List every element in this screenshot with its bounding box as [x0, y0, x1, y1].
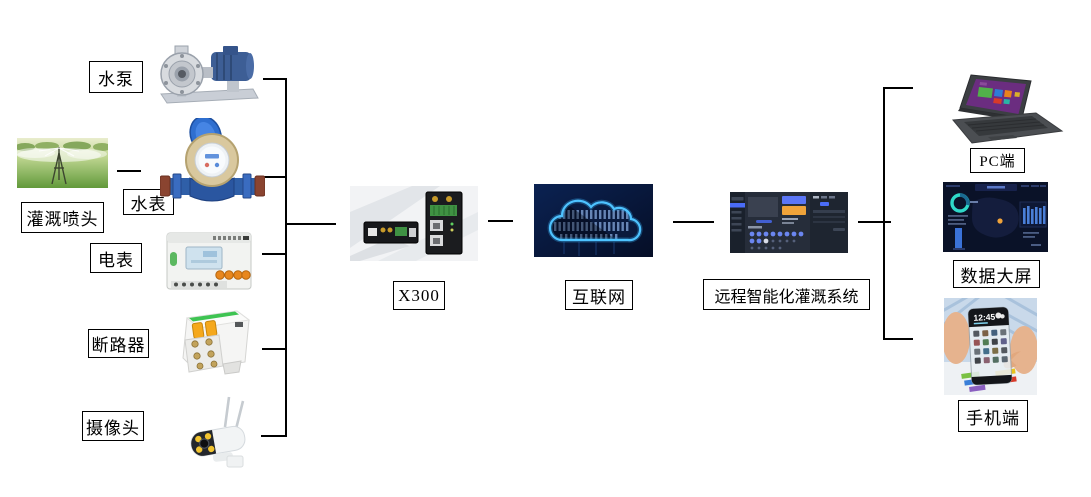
connector-bracket-x300 — [286, 223, 336, 225]
pc-laptop-image — [943, 72, 1067, 146]
connector-pump-bracket — [263, 78, 286, 80]
label-big-screen: 数据大屏 — [953, 260, 1040, 288]
connector-internet-platform — [673, 221, 714, 223]
internet-cloud-image — [534, 184, 653, 257]
label-sprinkler: 灌溉喷头 — [21, 202, 104, 233]
label-circuit-breaker: 断路器 — [88, 329, 149, 358]
label-camera: 摄像头 — [82, 411, 144, 441]
connector-bracket-mobile — [883, 338, 913, 340]
circuit-breaker-image — [175, 306, 257, 380]
right-bracket-vertical — [883, 87, 885, 340]
label-water-pump: 水泵 — [89, 61, 143, 93]
connector-camera-bracket — [261, 435, 286, 437]
label-electric-meter: 电表 — [90, 243, 142, 273]
mobile-phone-image: 12:45 — [944, 298, 1037, 395]
label-mobile: 手机端 — [958, 400, 1028, 432]
water-pump-image — [153, 42, 263, 106]
connector-x300-internet — [488, 220, 513, 222]
big-screen-image — [943, 182, 1048, 252]
sprinkler-field-image — [17, 138, 108, 188]
electric-meter-image — [165, 230, 253, 293]
label-internet: 互联网 — [565, 280, 633, 310]
connector-watermeter-bracket — [260, 176, 286, 178]
x300-gateway-image — [350, 186, 478, 261]
platform-dashboard-image — [730, 192, 848, 253]
connector-platform-bracket — [858, 221, 891, 223]
camera-image — [183, 393, 255, 473]
label-pc: PC端 — [970, 148, 1025, 173]
label-platform: 远程智能化灌溉系统 — [703, 279, 870, 310]
connector-breaker-bracket — [262, 348, 286, 350]
connector-sprinkler-meter — [117, 170, 141, 172]
connector-emeter-bracket — [262, 253, 286, 255]
water-meter-image — [160, 118, 265, 208]
label-gateway-x300: X300 — [393, 281, 445, 310]
connector-bracket-pc — [883, 87, 913, 89]
left-bracket-vertical — [285, 78, 287, 437]
phone-clock-text: 12:45 — [973, 312, 996, 323]
